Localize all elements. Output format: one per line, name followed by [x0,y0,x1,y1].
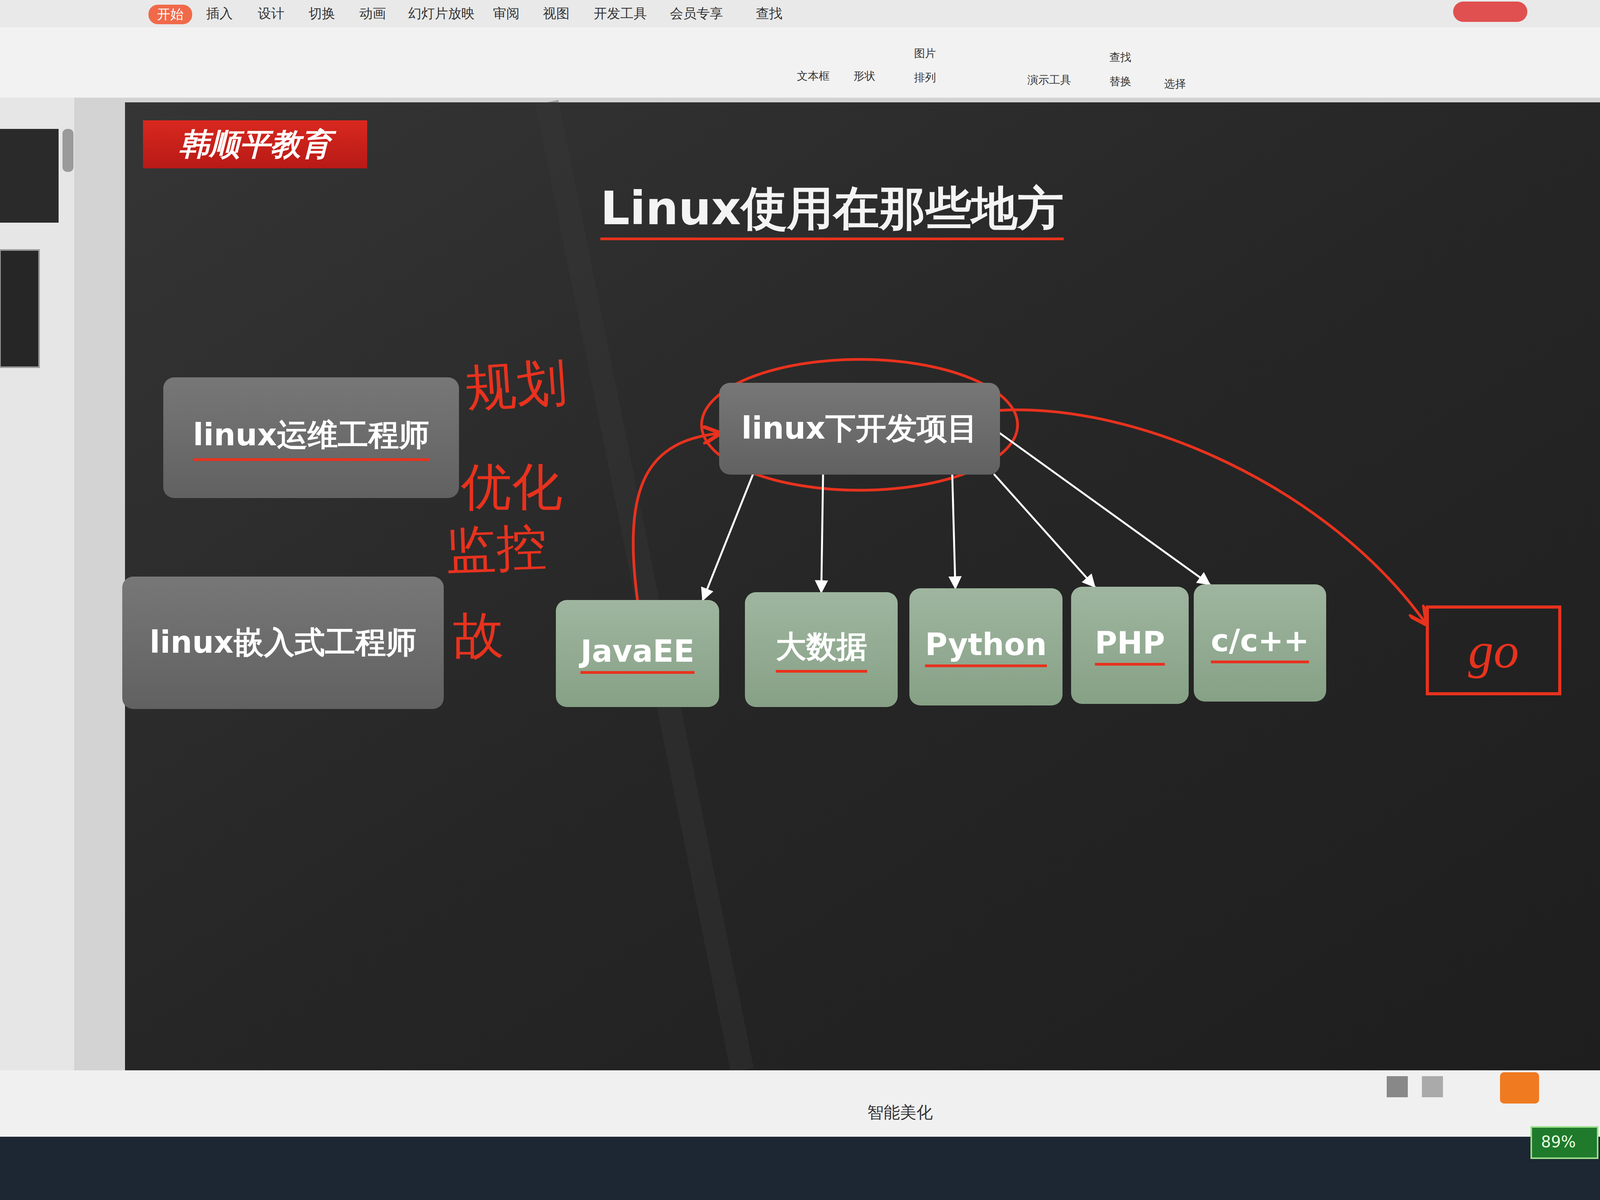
scrollbar [62,128,74,172]
slide-thumb [0,128,59,223]
menu-tab: 开发工具 [593,4,647,23]
connector [952,474,956,589]
menu-tab: 开始 [148,4,193,25]
thumb-panel [0,97,75,1071]
account-pill [1453,1,1528,22]
box-label: PHP [1094,625,1166,666]
box-label: linux下开发项目 [741,408,978,450]
ribbon-button: 替换 [1109,74,1132,90]
view-icon [1386,1076,1408,1098]
workspace [0,97,1600,1071]
handwritten-note: 故 [453,601,504,671]
screen-glare [546,102,743,1071]
box-label: JavaEE [580,633,695,674]
status-bar [0,1070,1600,1137]
tech-box: 大数据 [744,592,898,708]
taskbar [0,1136,1600,1200]
role-box: linux运维工程师 [163,377,459,499]
box-label: go [1468,621,1520,680]
title-text: Linux使用在那些地方 [600,181,1064,241]
handwritten-box: go [1425,605,1562,696]
status-button: 智能美化 [867,1101,933,1124]
handwritten-note: 监控 [444,513,549,586]
connector [1000,433,1210,585]
ribbon-button: 选择 [1164,76,1186,92]
tech-box: JavaEE [555,600,720,708]
connector [821,474,824,593]
menu-tab: 插入 [206,4,233,23]
brand-badge: 韩顺平教育 [142,120,368,169]
menu-bar [0,0,1600,28]
box-label: linux嵌入式工程师 [149,622,417,664]
menu-tab: 会员专享 [669,4,724,23]
menu-tab: 幻灯片放映 [408,4,475,23]
handwritten-note: 优化 [460,453,563,522]
tech-box: Python [909,588,1063,706]
view-icon [1421,1076,1443,1098]
box-label: Python [925,626,1047,668]
menu-tab: 动画 [359,4,386,23]
ribbon-bar [0,0,1600,98]
role-box: linux嵌入式工程师 [122,576,444,709]
project-box: linux下开发项目 [719,382,1000,475]
play-button [1500,1072,1540,1104]
slide-thumb [0,250,40,368]
ribbon-button: 图片 [914,46,936,61]
tech-box: c/c++ [1193,584,1327,702]
tech-box: PHP [1071,586,1189,704]
box-label: c/c++ [1210,623,1310,664]
battery-badge [1531,1126,1598,1159]
menu-tab: 审阅 [492,4,520,23]
connector [633,433,720,600]
title-block: Linux使用在那些地方 [480,177,1184,241]
box-label: linux运维工程师 [192,414,430,461]
ribbon-button: 文本框 [796,68,830,84]
handwritten-note: 规划 [463,348,570,424]
ribbon-button: 排列 [914,70,936,86]
box-label: 大数据 [775,626,868,673]
menu-tab: 查找 [755,4,783,23]
menu-tab: 切换 [308,4,336,23]
hand-circle [701,359,1018,491]
menu-tab: 设计 [257,4,285,23]
connector [702,474,753,600]
ribbon-button: 查找 [1109,50,1132,65]
ribbon-button: 形状 [853,68,876,84]
ribbon-button: 演示工具 [1027,72,1072,88]
battery-text: 89% [1541,1132,1576,1151]
menu-tab: 视图 [542,4,570,23]
